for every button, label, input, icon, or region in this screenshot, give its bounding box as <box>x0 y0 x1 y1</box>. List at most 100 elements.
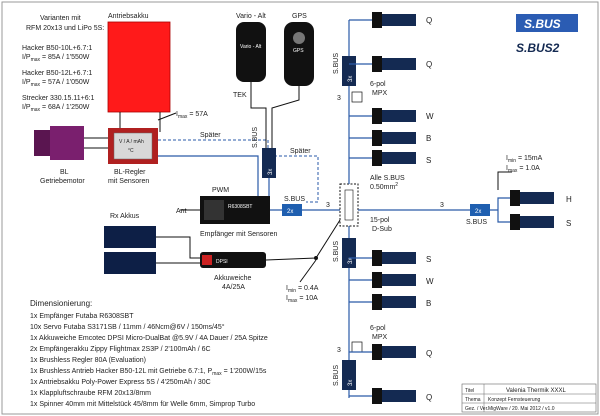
dim-line-1: 1x Empfänger Futaba R6308SBT <box>30 313 134 320</box>
dimensioning-block: Dimensionierung: 1x Empfänger Futaba R63… <box>30 299 268 408</box>
switch-label-2: 4A/25A <box>222 284 245 291</box>
dimensioning-title: Dimensionierung: <box>30 299 92 308</box>
sbus2-logo: S.BUS2 <box>512 38 578 56</box>
switch-junction <box>314 256 318 260</box>
receiver-pwm-label: PWM <box>212 187 229 194</box>
dim-line-9: 1x Spinner 40mm mit Mittelstück 45/8mm f… <box>30 401 255 408</box>
servo-b-1-label: B <box>426 134 431 143</box>
rx-battery-label: Rx Akkus <box>110 213 140 220</box>
vario-cable <box>250 82 267 150</box>
upper-mpx-connector <box>351 91 363 103</box>
esc-display-line-1: V / A / mAh <box>119 139 144 145</box>
gps-sensor <box>284 22 314 86</box>
receiver-ant-label: Ant <box>176 208 187 215</box>
sbus-logo-text: S.BUS <box>524 17 561 31</box>
variants-heading-1: Varianten mit <box>40 15 81 22</box>
servo-q-3-label: Q <box>426 349 432 358</box>
servo-s-2-label: S <box>426 255 431 264</box>
wing-current-pointer <box>497 171 512 190</box>
lower-sbus-label-2: S.BUS <box>333 365 340 386</box>
title-block-value-3: MigWare / 20. Mai 2012 / v1.0 <box>488 406 555 412</box>
lower-sbus-connector-1-label: 3x <box>348 258 354 264</box>
upper-sbus-label: S.BUS <box>333 53 340 74</box>
switch-current-min: Imin = 0.4A <box>286 285 319 294</box>
spaeter-label-1: Später <box>200 132 221 139</box>
servo-q-4-label: Q <box>426 393 432 402</box>
title-block-value-1: Valenia Thermik XXXL <box>506 388 566 394</box>
motor-label-2: Getriebemotor <box>40 178 85 185</box>
wing-sbus-connector-label: 2x <box>475 209 481 215</box>
battery-label: Antriebsakku <box>108 13 149 20</box>
variant-1-value: I/Pmax = 85A / 1'550W <box>22 54 90 63</box>
receiver-sbus-label: S.BUS <box>284 196 305 203</box>
rx-battery-2 <box>104 252 156 274</box>
servo-w-1 <box>372 108 416 124</box>
motor-shaft <box>34 130 52 156</box>
sbus-wire-label: 0.50mm2 <box>370 182 398 191</box>
sbus2-vertical-label: S.BUS <box>252 127 259 148</box>
drive-battery <box>107 21 171 113</box>
servo-q-1-label: Q <box>426 16 432 25</box>
lower-sbus-label-1: S.BUS <box>333 241 340 262</box>
title-block-key-2: Thema <box>465 397 481 403</box>
servo-q-4 <box>372 388 416 404</box>
receiver-pins <box>204 200 224 220</box>
gps-cable <box>271 86 300 150</box>
esc-display <box>113 132 153 160</box>
servo-s-3 <box>510 214 554 230</box>
esc-label-1: BL-Regler <box>114 169 146 176</box>
servo-s-2 <box>372 250 416 266</box>
variant-2-name: Hacker B50-12L+6.7:1 <box>22 70 92 77</box>
spaeter-line-1 <box>158 139 269 148</box>
sbus-all-label: Alle S.BUS <box>370 175 405 182</box>
battery-current: Imax = 57A <box>176 111 208 120</box>
sbus2-connector <box>262 148 276 178</box>
dim-line-8: 1x Klappluftschraube RFM 20x13/8mm <box>30 390 151 397</box>
servo-q-2 <box>372 56 416 72</box>
variant-1-name: Hacker B50-10L+6.7:1 <box>22 45 92 52</box>
esc-to-receiver <box>158 155 259 198</box>
servo-b-1 <box>372 130 416 146</box>
servo-w-1-label: W <box>426 112 434 121</box>
switch-current-pointer <box>299 259 317 283</box>
servo-q-1 <box>372 12 416 28</box>
dim-line-3: 1x Akkuweiche Emcotec DPSI Micro-DualBat… <box>30 335 268 342</box>
battery-switch <box>200 252 266 268</box>
variant-3-name: Strecker 330.15.11+6:1 <box>22 95 95 102</box>
gps-label: GPS <box>292 13 307 20</box>
battery-switch-led <box>202 255 212 265</box>
servo-branches <box>349 19 372 397</box>
sbus2-logo-text: S.BUS2 <box>516 41 560 55</box>
dim-line-6: 1x Brushless Antrieb Hacker B50-12L mit … <box>30 368 267 377</box>
variants-heading-2: RFM 20x13 und LiPo 5S: <box>26 25 104 32</box>
dim-line-2: 10x Servo Futaba S3171SB / 11mm / 46Ncm@… <box>30 323 225 331</box>
sbus-logo: S.BUS <box>516 14 578 32</box>
lower-sbus-connector-2 <box>342 360 356 390</box>
dsub-connector-body <box>344 189 354 221</box>
receiver-sbus-connector-label: 2x <box>287 209 293 215</box>
receiver-bus-count: 3 <box>326 202 330 209</box>
dsub-label-1: 15-pol <box>370 217 390 224</box>
upper-mpx-label-2: MPX <box>372 90 388 97</box>
wing-current-max: Imax = 1.0A <box>506 165 540 174</box>
motor <box>50 126 84 160</box>
switch-label-1: Akkuweiche <box>214 275 251 282</box>
servo-b-2-label: B <box>426 299 431 308</box>
spaeter-label-2: Später <box>290 148 311 155</box>
title-block-value-2: Konzept Fernsteuerung <box>488 397 540 403</box>
upper-bus-count: 3 <box>337 95 341 102</box>
servo-h <box>510 190 554 206</box>
upper-mpx-label-1: 6-pol <box>370 81 386 88</box>
dim-line-5: 1x Brushless Regler 80A (Evaluation) <box>30 357 146 364</box>
motor-leads <box>84 137 108 149</box>
lower-mpx-label-1: 6-pol <box>370 325 386 332</box>
variant-2-value: I/Pmax = 57A / 1'050W <box>22 79 90 88</box>
upper-sbus-connector-label: 3x <box>348 76 354 82</box>
rx-battery-leads <box>156 236 200 264</box>
gps-antenna-icon <box>293 32 305 44</box>
motor-label-1: BL <box>60 169 69 176</box>
servo-q-2-label: Q <box>426 60 432 69</box>
vario-sensor <box>236 22 266 82</box>
title-block-key-1: Titel <box>465 388 474 394</box>
